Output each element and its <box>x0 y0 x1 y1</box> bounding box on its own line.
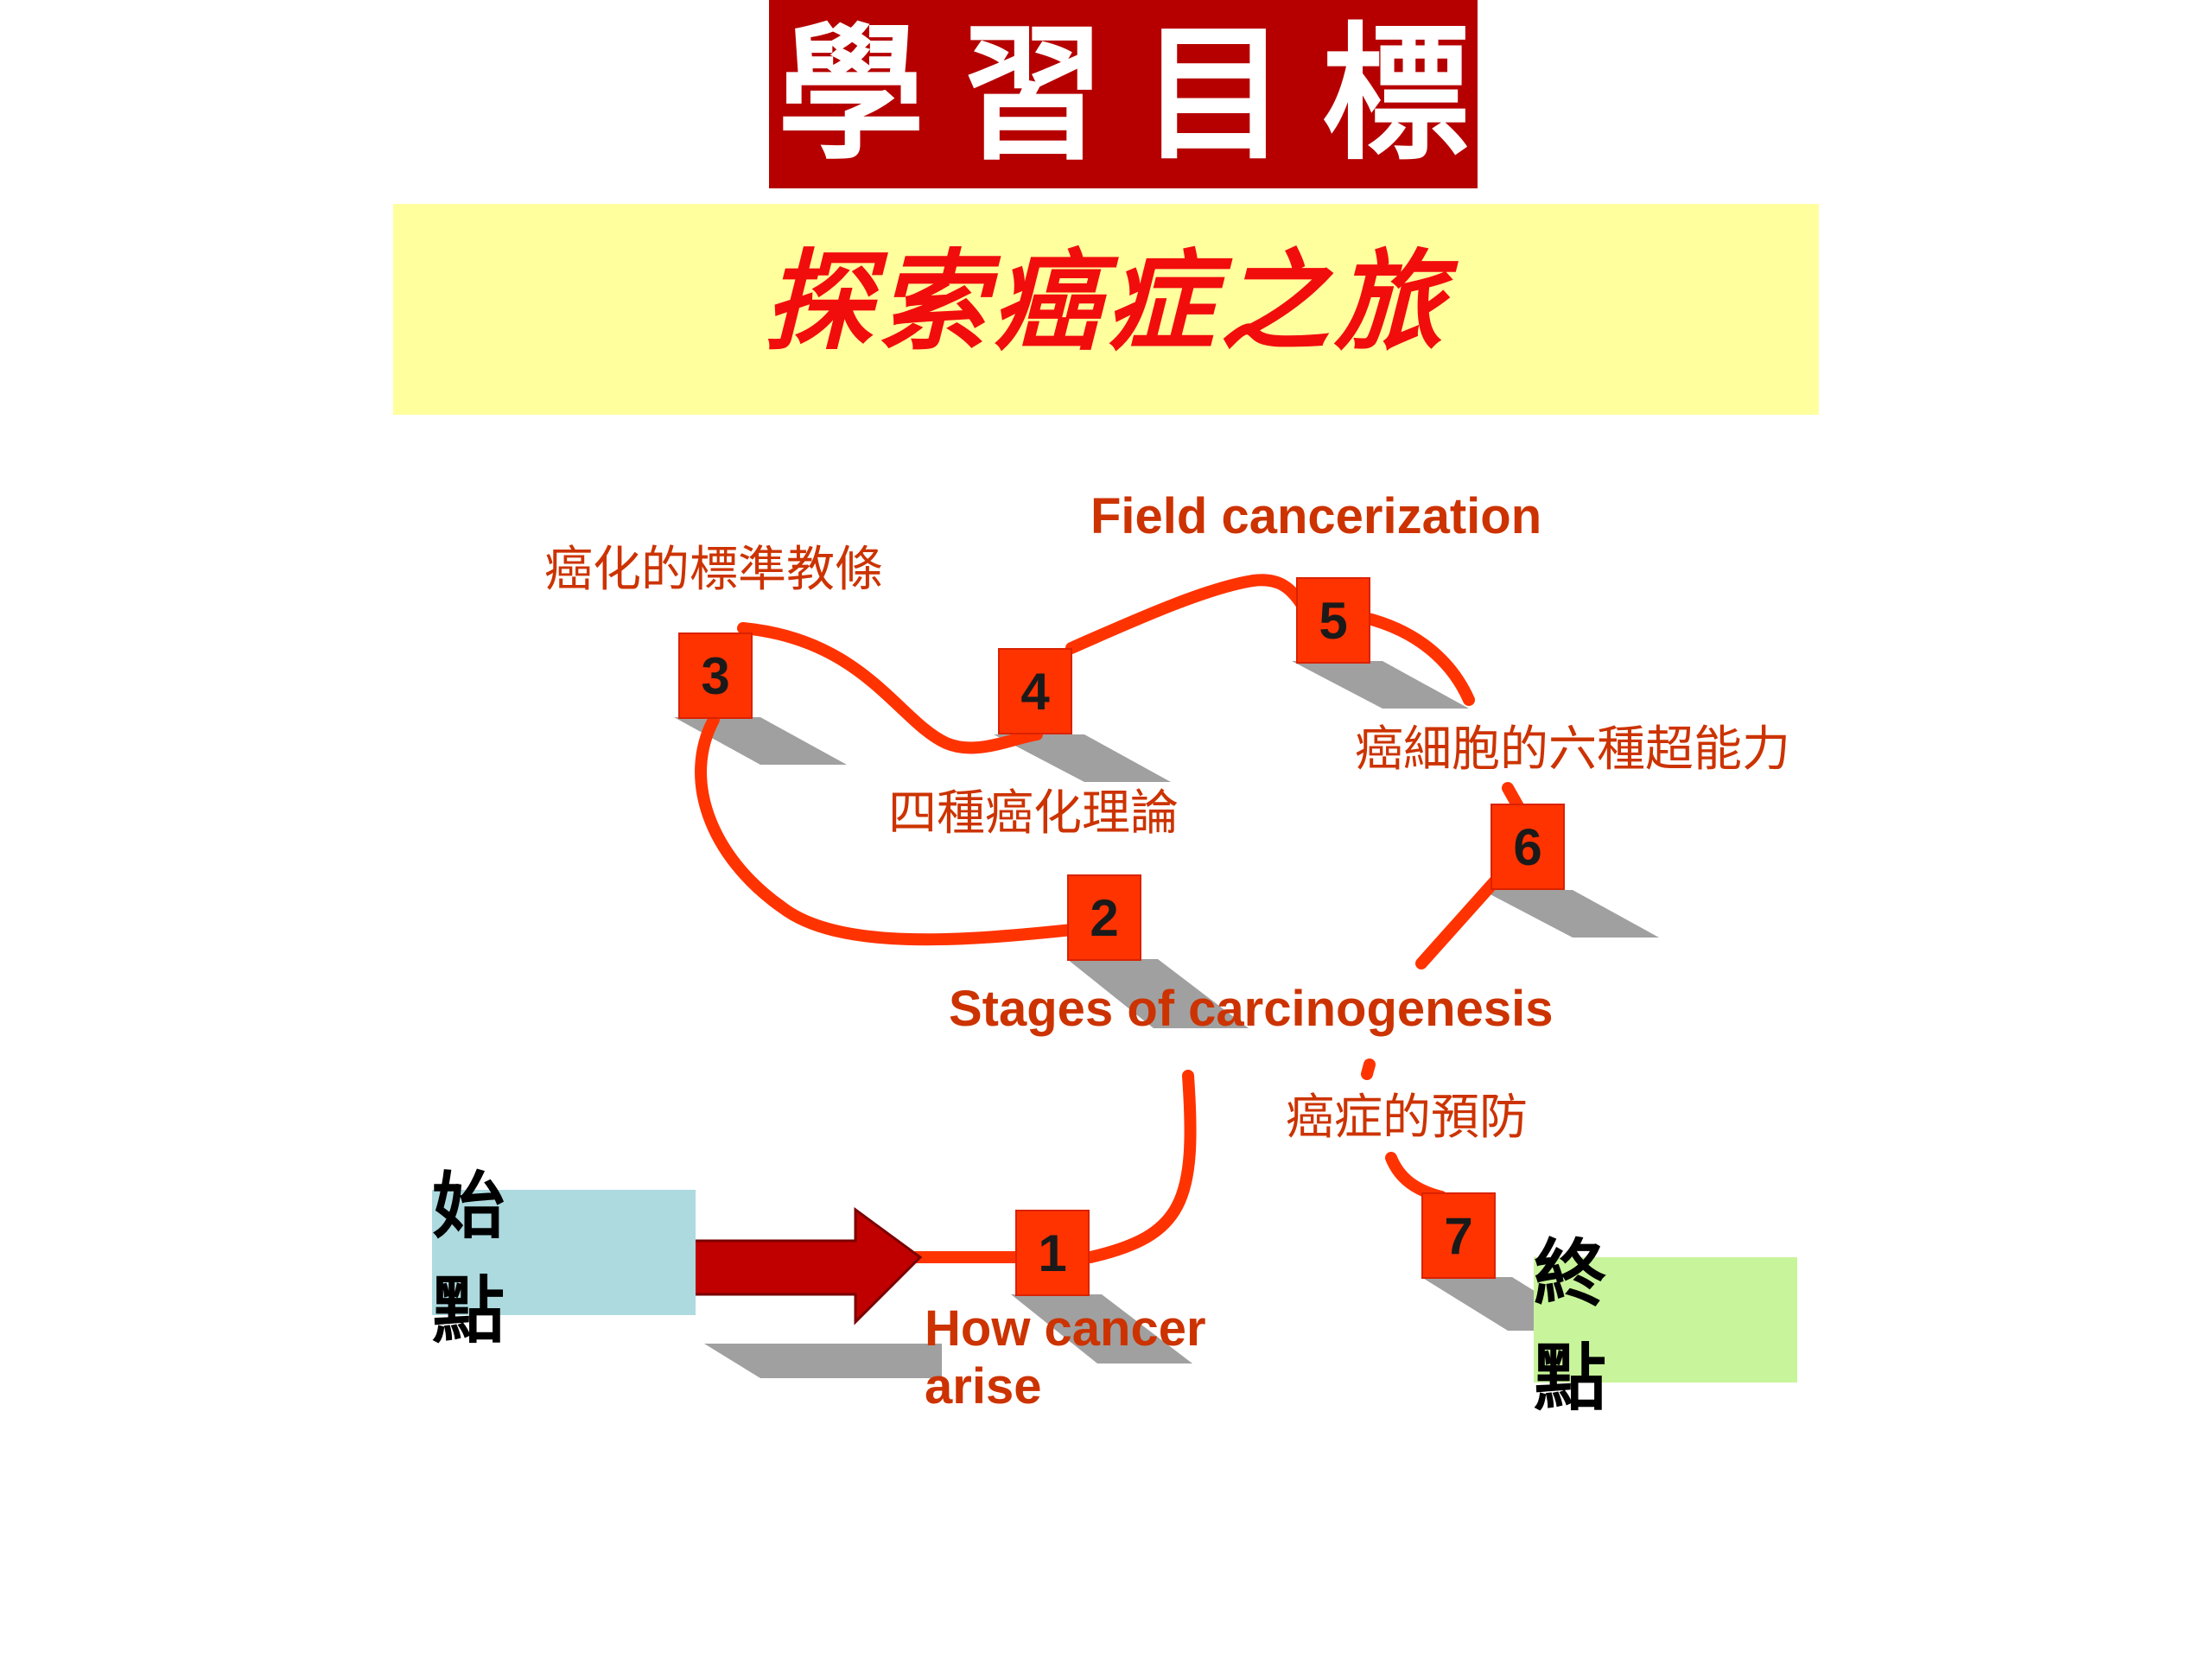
step-5-shadow <box>1292 661 1469 709</box>
start-label: 始 點 <box>432 1162 557 1353</box>
step-3-box: 3 <box>678 632 753 719</box>
step-2-label: Stages of carcinogenesis <box>949 981 1554 1037</box>
step-3-shadow <box>674 717 847 765</box>
step-7-label: 癌症的預防 <box>1286 1090 1528 1146</box>
end-point: 終 點 <box>1534 1230 1797 1421</box>
step-6-number: 6 <box>1513 817 1542 876</box>
page-title: 學習目標 <box>777 8 1503 181</box>
step-6-shadow <box>1482 890 1659 938</box>
step-3-label: 癌化的標準教條 <box>544 542 883 598</box>
start-arrow <box>677 1207 923 1325</box>
step-4-box: 4 <box>998 648 1072 734</box>
path-prevention-to-7 <box>1385 1152 1447 1203</box>
step-2-box: 2 <box>1067 874 1141 961</box>
subtitle-banner: 探索癌症之旅 <box>393 204 1819 415</box>
path-stages-to-prevention <box>1361 1058 1376 1080</box>
page-subtitle: 探索癌症之旅 <box>764 238 1448 365</box>
path-3-to-4 <box>737 622 1043 754</box>
arrow-shadow <box>704 1344 942 1378</box>
step-7-number: 7 <box>1444 1206 1473 1265</box>
step-7-box: 7 <box>1421 1192 1496 1279</box>
path-2-to-3 <box>695 714 1086 946</box>
step-3-number: 3 <box>701 646 730 705</box>
step-5-label: Field cancerization <box>1090 488 1542 544</box>
step-6-box: 6 <box>1491 804 1565 890</box>
step-5-number: 5 <box>1319 591 1348 650</box>
step-6-label: 癌細胞的六種超能力 <box>1355 721 1790 778</box>
start-point: 始 點 <box>432 1163 696 1353</box>
path-1-to-2 <box>1084 1070 1197 1263</box>
step-2-shadow <box>1067 959 1249 1028</box>
path-5-to-sfx <box>1359 612 1475 706</box>
step-4-number: 4 <box>1020 662 1050 721</box>
title-banner: 學習目標 <box>769 0 1478 188</box>
step-5-box: 5 <box>1296 577 1370 664</box>
path-6-to-stages <box>1415 875 1501 969</box>
step-4-shadow <box>994 734 1171 782</box>
end-label: 終 點 <box>1534 1230 1659 1421</box>
step-1-number: 1 <box>1038 1224 1067 1282</box>
step-1-box: 1 <box>1015 1210 1090 1296</box>
step-2-number: 2 <box>1090 888 1119 947</box>
step-1-shadow <box>1011 1294 1192 1363</box>
step-shadows <box>674 661 1659 1378</box>
step-4-label: 四種癌化理論 <box>888 785 1179 842</box>
path-4-to-5 <box>1065 574 1311 654</box>
step-1-label: How cancer arise <box>925 1300 1206 1414</box>
